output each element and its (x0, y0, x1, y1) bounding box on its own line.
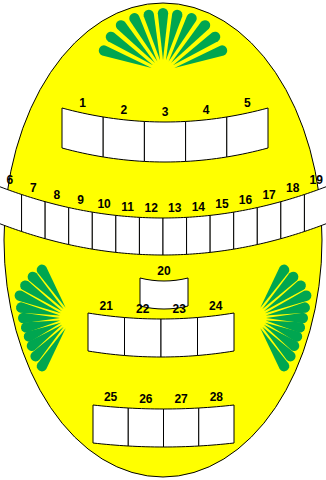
callout-number: 9 (77, 194, 84, 206)
answer-box (88, 313, 125, 356)
callout-number: 6 (6, 174, 13, 186)
callout-number: 14 (192, 201, 205, 213)
answer-box (186, 117, 227, 161)
answer-box (116, 215, 140, 254)
answer-box (234, 208, 258, 250)
callout-number: 11 (121, 201, 134, 213)
callout-number: 21 (100, 300, 113, 312)
answer-box (0, 186, 22, 231)
answer-box (227, 108, 268, 157)
answer-box (144, 121, 185, 162)
callout-number: 10 (97, 198, 110, 210)
petal-group (13, 8, 313, 373)
answer-box (103, 117, 144, 161)
green-petal (158, 8, 168, 60)
green-petal (35, 263, 70, 311)
callout-number: 24 (209, 300, 222, 312)
answer-box (304, 186, 326, 231)
callout-number: 3 (162, 106, 169, 118)
answer-box (93, 405, 128, 446)
answer-box (45, 202, 69, 245)
answer-box (22, 194, 46, 238)
answer-box (210, 212, 234, 252)
callout-number: 16 (239, 194, 252, 206)
callout-number: 17 (262, 189, 275, 201)
callout-number: 12 (145, 202, 158, 214)
answer-box (128, 408, 163, 447)
callout-number: 22 (136, 303, 149, 315)
answer-box (69, 208, 93, 250)
answer-box (281, 194, 305, 238)
answer-box (164, 408, 199, 447)
box-group (0, 108, 326, 447)
answer-box (198, 313, 235, 356)
answer-box (62, 108, 103, 157)
callout-number: 1 (79, 97, 86, 109)
callout-number: 23 (173, 303, 186, 315)
answer-box (92, 212, 116, 252)
callout-number: 2 (120, 104, 127, 116)
callout-number: 5 (244, 97, 251, 109)
answer-box (139, 217, 163, 255)
callout-number: 27 (174, 393, 187, 405)
green-petal (256, 325, 291, 373)
answer-box (163, 217, 187, 255)
answer-box (199, 405, 234, 446)
egg-shell (4, 3, 322, 477)
callout-number: 28 (210, 391, 223, 403)
callout-number: 7 (30, 182, 37, 194)
callout-number: 25 (104, 391, 117, 403)
green-petal (172, 44, 228, 73)
answer-box (257, 202, 281, 245)
callout-number: 15 (215, 198, 228, 210)
callout-number: 26 (139, 393, 152, 405)
answer-box (187, 215, 211, 254)
answer-box (161, 318, 198, 358)
callout-number: 19 (310, 174, 323, 186)
callout-number: 18 (286, 182, 299, 194)
callout-number: 20 (157, 265, 170, 277)
callout-number: 8 (54, 189, 61, 201)
callout-number: 13 (168, 202, 181, 214)
answer-box (125, 318, 162, 358)
callout-number: 4 (203, 104, 210, 116)
